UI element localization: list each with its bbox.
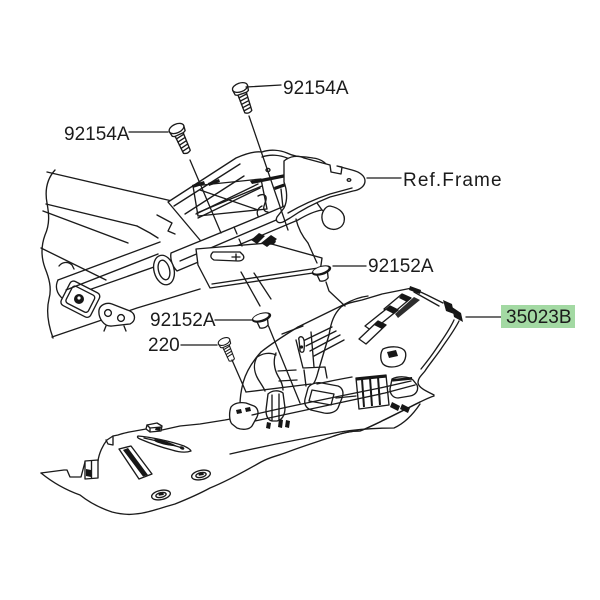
- svg-text:220: 220: [148, 335, 180, 356]
- svg-text:92154A: 92154A: [283, 78, 349, 99]
- svg-text:92152A: 92152A: [368, 256, 434, 277]
- svg-text:Ref.Frame: Ref.Frame: [403, 170, 503, 191]
- svg-text:92154A: 92154A: [64, 124, 130, 145]
- svg-text:92152A: 92152A: [150, 310, 216, 331]
- svg-text:35023B: 35023B: [506, 307, 572, 328]
